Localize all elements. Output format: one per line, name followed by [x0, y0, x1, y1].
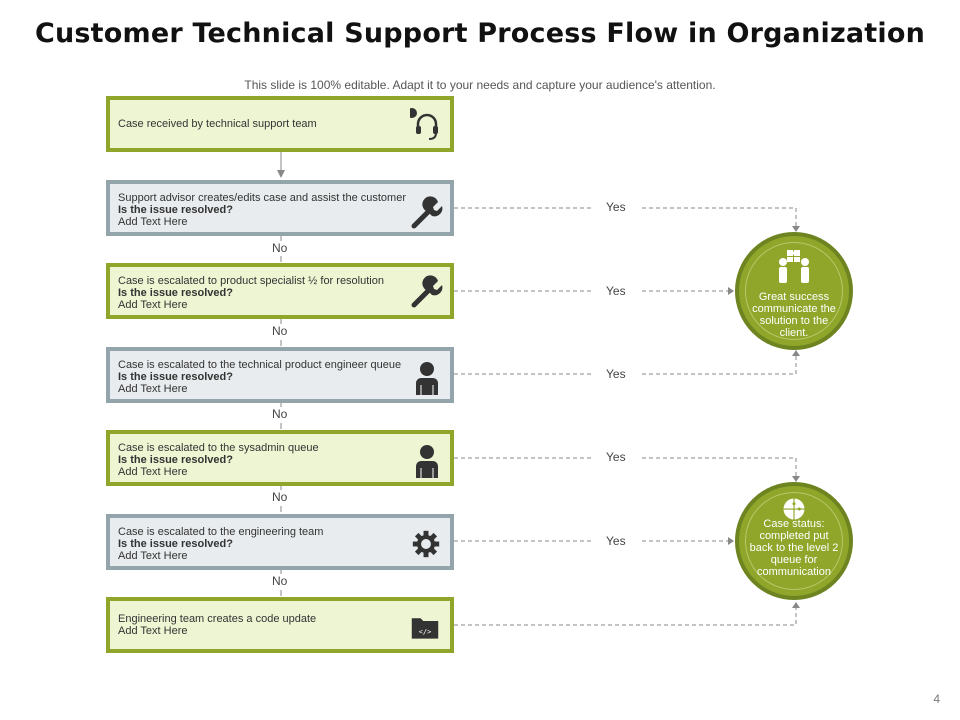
step-text: Case is escalated to the engineering tea…: [118, 526, 324, 538]
step-question: Is the issue resolved?: [118, 454, 233, 466]
yes-label: Yes: [606, 200, 626, 214]
step-text: Case is escalated to the sysadmin queue: [118, 442, 319, 454]
gear-icon: [412, 530, 440, 558]
step-support-advisor: Support advisor creates/edits case and a…: [106, 180, 454, 236]
page-title: Customer Technical Support Process Flow …: [34, 18, 926, 49]
step-question: Is the issue resolved?: [118, 371, 233, 383]
page-subtitle: This slide is 100% editable. Adapt it to…: [244, 78, 716, 92]
person-icon: [416, 362, 438, 395]
step-note: Add Text Here: [118, 625, 188, 637]
no-label: No: [272, 574, 288, 588]
outcome-case-status: Case status: completed put back to the l…: [735, 482, 853, 600]
step-text: Case received by technical support team: [118, 118, 317, 130]
step-note: Add Text Here: [118, 216, 188, 228]
page-number: 4: [933, 692, 940, 706]
step-case-received: Case received by technical support team: [106, 96, 454, 152]
step-code-update: Engineering team creates a code update A…: [106, 597, 454, 653]
step-note: Add Text Here: [118, 299, 188, 311]
step-text: Engineering team creates a code update: [118, 613, 317, 625]
step-question: Is the issue resolved?: [118, 204, 233, 216]
step-question: Is the issue resolved?: [118, 538, 233, 550]
step-product-specialist: Case is escalated to product specialist …: [106, 263, 454, 319]
yes-label: Yes: [606, 534, 626, 548]
svg-text:</>: </>: [419, 627, 432, 636]
yes-label: Yes: [606, 450, 626, 464]
no-label: No: [272, 241, 288, 255]
step-note: Add Text Here: [118, 383, 188, 395]
no-label: No: [272, 407, 288, 421]
outcome-great-success: Great success communicate the solution t…: [735, 232, 853, 350]
puzzle-icon: [783, 498, 805, 520]
yes-label: Yes: [606, 284, 626, 298]
yes-label: Yes: [606, 367, 626, 381]
outcome-text: Great success communicate the solution t…: [752, 291, 836, 339]
wrench-icon: [411, 196, 443, 229]
outcome-text: Case status: completed put back to the l…: [749, 518, 839, 578]
step-technical-product-engineer: Case is escalated to the technical produ…: [106, 347, 454, 403]
step-text: Case is escalated to the technical produ…: [118, 359, 402, 371]
step-sysadmin: Case is escalated to the sysadmin queue …: [106, 430, 454, 486]
step-text: Support advisor creates/edits case and a…: [118, 192, 406, 204]
team-puzzle-icon: [779, 250, 809, 283]
no-label: No: [272, 490, 288, 504]
step-text: Case is escalated to product specialist …: [118, 275, 384, 287]
step-note: Add Text Here: [118, 550, 188, 562]
step-question: Is the issue resolved?: [118, 287, 233, 299]
person-icon: [416, 445, 438, 478]
headset-icon: [410, 108, 438, 140]
wrench-icon: [411, 275, 443, 308]
step-note: Add Text Here: [118, 466, 188, 478]
no-label: No: [272, 324, 288, 338]
code-folder-icon: </>: [411, 618, 439, 639]
step-engineering-team: Case is escalated to the engineering tea…: [106, 514, 454, 570]
